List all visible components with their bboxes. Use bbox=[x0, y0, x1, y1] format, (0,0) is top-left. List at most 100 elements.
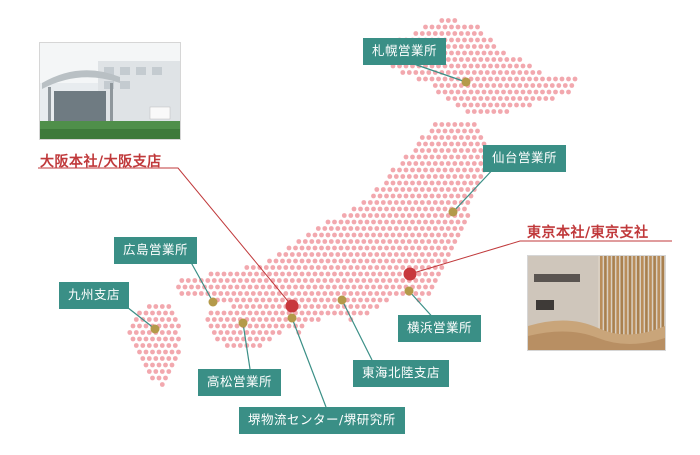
map-dot bbox=[439, 226, 445, 231]
takamatsu-office-tag[interactable]: 高松営業所 bbox=[198, 369, 282, 396]
map-dot bbox=[260, 323, 266, 329]
map-dot bbox=[358, 258, 363, 264]
map-dot bbox=[468, 37, 474, 43]
map-dot bbox=[254, 336, 259, 342]
map-dot bbox=[465, 31, 471, 36]
map-dot bbox=[312, 310, 318, 316]
map-dot bbox=[442, 63, 448, 69]
map-dot bbox=[514, 63, 519, 69]
map-dot bbox=[348, 213, 354, 218]
wood-slat bbox=[645, 256, 648, 350]
marker-sendai[interactable] bbox=[448, 207, 458, 217]
map-dot bbox=[410, 232, 415, 238]
map-dot bbox=[403, 154, 409, 160]
map-dot bbox=[403, 193, 409, 199]
map-dot bbox=[572, 76, 578, 82]
map-dot bbox=[312, 232, 318, 238]
map-dot bbox=[286, 284, 292, 290]
map-dot bbox=[491, 44, 497, 49]
map-dot bbox=[501, 63, 506, 69]
map-dot bbox=[354, 304, 360, 309]
map-dot bbox=[458, 148, 464, 153]
marker-hiroshima[interactable] bbox=[208, 297, 218, 307]
map-dot bbox=[224, 343, 230, 348]
map-dot bbox=[488, 76, 493, 82]
map-dot bbox=[276, 317, 282, 322]
marker-tokai[interactable] bbox=[337, 295, 347, 305]
kyushu-branch-tag[interactable]: 九州支店 bbox=[59, 282, 130, 309]
map-dot bbox=[371, 232, 376, 238]
map-dot bbox=[377, 232, 383, 238]
map-dot bbox=[471, 148, 477, 153]
map-dot bbox=[393, 265, 399, 270]
map-dot bbox=[384, 245, 389, 251]
map-dot bbox=[546, 76, 552, 82]
map-dot bbox=[247, 297, 253, 303]
map-dot bbox=[455, 141, 461, 147]
map-dot bbox=[380, 252, 386, 257]
map-dot bbox=[449, 219, 454, 225]
map-dot bbox=[306, 271, 311, 277]
map-dot bbox=[169, 323, 175, 329]
map-dot bbox=[166, 343, 172, 348]
map-dot bbox=[351, 245, 357, 251]
leader-lines bbox=[38, 61, 672, 408]
map-dot bbox=[429, 258, 435, 264]
map-dot bbox=[419, 278, 425, 283]
map-dot bbox=[481, 76, 487, 82]
map-dot bbox=[205, 317, 211, 322]
map-dot bbox=[283, 252, 289, 257]
marker-osaka-hq[interactable] bbox=[285, 299, 299, 313]
map-dot bbox=[328, 304, 334, 309]
map-dot bbox=[332, 219, 337, 225]
map-dot bbox=[254, 297, 259, 303]
map-dot bbox=[436, 167, 441, 173]
hiroshima-office-tag[interactable]: 広島営業所 bbox=[114, 237, 198, 264]
map-dot bbox=[442, 193, 448, 199]
marker-yokohama[interactable] bbox=[404, 286, 414, 296]
map-dot bbox=[133, 343, 139, 348]
map-dot bbox=[211, 278, 217, 283]
map-dot bbox=[335, 278, 341, 283]
sakai-logistics-tag[interactable]: 堺物流センター/堺研究所 bbox=[239, 407, 405, 434]
marker-sapporo[interactable] bbox=[461, 77, 471, 87]
map-dot bbox=[423, 76, 428, 82]
map-dot bbox=[234, 284, 240, 290]
tokyo-hq-label[interactable]: 東京本社/東京支社 bbox=[527, 225, 649, 241]
map-dot bbox=[348, 278, 354, 283]
osaka-hq-label[interactable]: 大阪本社/大阪支店 bbox=[40, 154, 162, 170]
map-dot bbox=[137, 336, 142, 342]
marker-tokyo-hq[interactable] bbox=[403, 267, 417, 281]
map-dot bbox=[426, 187, 432, 192]
map-dot bbox=[465, 57, 471, 62]
map-dot bbox=[445, 31, 451, 36]
sapporo-office-tag[interactable]: 札幌営業所 bbox=[363, 38, 447, 65]
map-dot bbox=[218, 291, 224, 296]
map-dot bbox=[315, 317, 321, 322]
map-dot bbox=[471, 44, 477, 49]
map-dot bbox=[429, 219, 435, 225]
map-dot bbox=[393, 213, 399, 218]
map-dot bbox=[475, 63, 480, 69]
map-dot bbox=[536, 70, 542, 75]
map-dot bbox=[309, 278, 315, 283]
map-dot bbox=[462, 167, 467, 173]
map-dot bbox=[341, 213, 347, 218]
map-dot bbox=[358, 232, 363, 238]
map-dot bbox=[465, 200, 471, 205]
map-dot bbox=[358, 245, 363, 251]
map-dot bbox=[374, 226, 380, 231]
map-dot bbox=[156, 375, 162, 381]
marker-takamatsu[interactable] bbox=[238, 318, 248, 328]
marker-sakai[interactable] bbox=[287, 313, 297, 323]
marker-kyushu[interactable] bbox=[150, 324, 160, 334]
japan-dot-map bbox=[127, 18, 578, 387]
map-dot bbox=[312, 284, 318, 290]
tokai-hokuriku-branch-tag[interactable]: 東海北陸支店 bbox=[353, 360, 450, 387]
yokohama-office-tag[interactable]: 横浜営業所 bbox=[398, 315, 482, 342]
leader-sapporo bbox=[407, 61, 467, 83]
map-dot bbox=[520, 102, 526, 108]
map-dot bbox=[244, 265, 250, 270]
sendai-office-tag[interactable]: 仙台営業所 bbox=[483, 145, 567, 172]
map-dot bbox=[410, 193, 415, 199]
